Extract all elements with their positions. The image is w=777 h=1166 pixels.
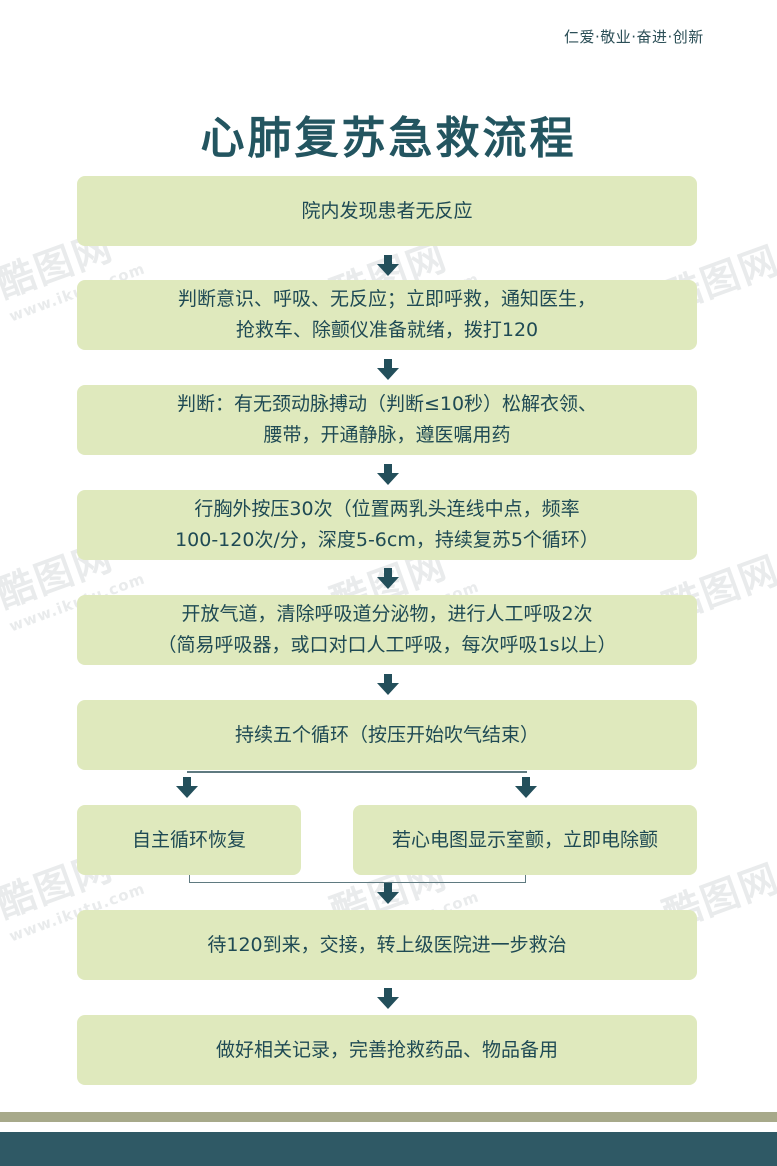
down-arrow-icon <box>377 883 399 905</box>
branch-connector <box>187 771 527 773</box>
step-open-airway: 开放气道，清除呼吸道分泌物，进行人工呼吸2次 （简易呼吸器，或口对口人工呼吸，每… <box>77 595 697 665</box>
step-check-pulse: 判断：有无颈动脉搏动（判断≤10秒）松解衣领、 腰带，开通静脉，遵医嘱用药 <box>77 385 697 455</box>
down-arrow-icon <box>377 255 399 277</box>
footer-band-dark <box>0 1132 777 1166</box>
step-record-restock: 做好相关记录，完善抢救药品、物品备用 <box>77 1015 697 1085</box>
merge-connector <box>525 875 526 883</box>
merge-connector <box>189 875 190 883</box>
step-rosc: 自主循环恢复 <box>77 805 301 875</box>
down-arrow-icon <box>377 674 399 696</box>
step-five-cycles: 持续五个循环（按压开始吹气结束） <box>77 700 697 770</box>
down-arrow-icon <box>176 777 198 799</box>
step-discover-unresponsive: 院内发现患者无反应 <box>77 176 697 246</box>
footer-band-light <box>0 1112 777 1122</box>
step-assess-and-call: 判断意识、呼吸、无反应；立即呼救，通知医生， 抢救车、除颤仪准备就绪，拨打120 <box>77 280 697 350</box>
down-arrow-icon <box>377 464 399 486</box>
merge-connector <box>189 882 526 883</box>
down-arrow-icon <box>377 988 399 1010</box>
step-defibrillate: 若心电图显示室颤，立即电除颤 <box>353 805 697 875</box>
header-slogan: 仁爱·敬业·奋进·创新 <box>564 28 704 46</box>
step-chest-compressions: 行胸外按压30次（位置两乳头连线中点，频率 100-120次/分，深度5-6cm… <box>77 490 697 560</box>
page-title: 心肺复苏急救流程 <box>200 113 577 164</box>
down-arrow-icon <box>515 777 537 799</box>
down-arrow-icon <box>377 568 399 590</box>
step-handover: 待120到来，交接，转上级医院进一步救治 <box>77 910 697 980</box>
down-arrow-icon <box>377 359 399 381</box>
